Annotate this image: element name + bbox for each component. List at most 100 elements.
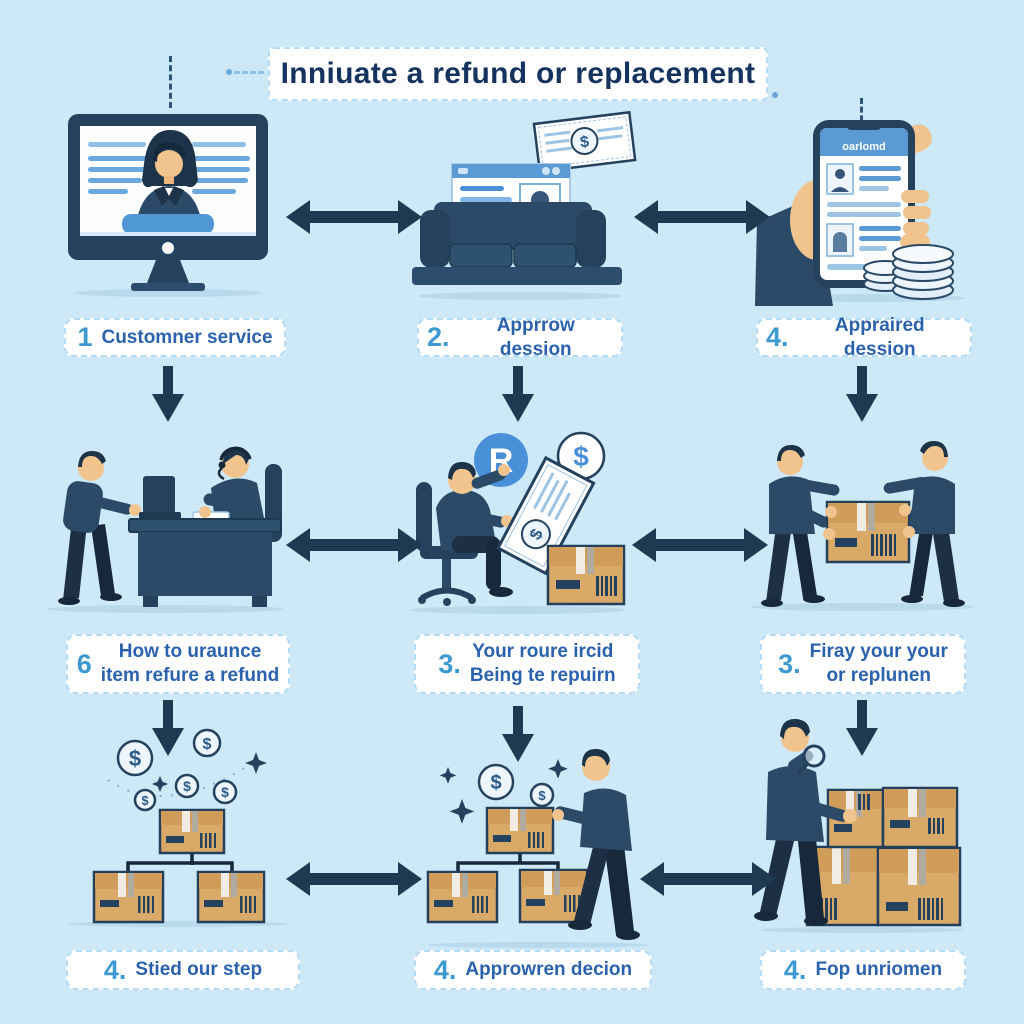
cardboard-box-top bbox=[485, 806, 555, 855]
dashed-connector bbox=[169, 56, 172, 108]
step-label-1: 1 Customner service bbox=[64, 318, 286, 357]
dashed-connector bbox=[860, 98, 863, 130]
headset-icon bbox=[219, 446, 252, 461]
monitor-stand bbox=[147, 260, 189, 283]
step-label-2: 2. Apprrow dession bbox=[417, 315, 623, 360]
customer-service-monitor-scene bbox=[68, 114, 268, 297]
magnifier-icon bbox=[798, 744, 826, 774]
cardboard-box-bottom-right bbox=[876, 846, 962, 927]
cardboard-box bbox=[825, 500, 911, 564]
box-inspection-scene bbox=[754, 718, 964, 933]
box-sorting-scene: $ bbox=[426, 748, 648, 948]
ground-shadow bbox=[410, 606, 626, 614]
ground-shadow bbox=[428, 942, 648, 948]
standing-customer bbox=[58, 451, 141, 605]
page-title: Inniuate a refund or replacement bbox=[280, 57, 756, 90]
step-number: 4. bbox=[766, 322, 789, 352]
service-desk-meeting-scene bbox=[47, 446, 283, 613]
step-number: 4. bbox=[103, 954, 127, 985]
double-arrow-icon bbox=[634, 200, 770, 234]
cardboard-box bbox=[546, 544, 626, 606]
connector-dot bbox=[772, 92, 778, 98]
monitor-button bbox=[162, 242, 174, 254]
down-arrow-icon bbox=[846, 366, 878, 422]
dollar-seal-icon: $ bbox=[579, 133, 590, 151]
refund-check-icon: $ bbox=[495, 455, 596, 576]
svg-text:$: $ bbox=[490, 772, 501, 794]
step-label-7: 4. Stied our step bbox=[66, 950, 300, 990]
svg-text:$: $ bbox=[573, 441, 589, 472]
ground-shadow bbox=[760, 927, 964, 933]
barcode bbox=[596, 576, 617, 596]
svg-text:$: $ bbox=[538, 788, 546, 803]
step-label-9: 4. Fop unriomen bbox=[760, 950, 966, 990]
down-arrow-icon bbox=[152, 366, 184, 422]
step-label-3: 4. Appraired dession bbox=[756, 315, 972, 360]
cardboard-box-left bbox=[92, 870, 165, 924]
right-worker bbox=[883, 441, 965, 607]
step-number: 6 bbox=[76, 648, 92, 679]
service-desk bbox=[122, 214, 214, 234]
connector-dot bbox=[226, 69, 232, 75]
double-arrow-icon bbox=[286, 528, 422, 562]
ground-shadow bbox=[47, 605, 283, 613]
down-arrow-icon bbox=[846, 700, 878, 756]
svg-text:$: $ bbox=[221, 784, 229, 800]
r-badge-icon bbox=[474, 433, 528, 487]
svg-text:$: $ bbox=[129, 746, 141, 771]
office-chair bbox=[416, 482, 478, 606]
step-number: 1 bbox=[77, 322, 93, 352]
text-lines-left bbox=[88, 142, 150, 194]
dollar-coin-icon: $ bbox=[477, 763, 515, 801]
couch bbox=[412, 202, 622, 285]
office-desk bbox=[128, 476, 282, 607]
shipping-label bbox=[556, 580, 580, 589]
box-handoff-scene bbox=[751, 441, 975, 611]
sparkle-icons bbox=[439, 759, 568, 824]
small-coin-icon: $ bbox=[529, 782, 555, 808]
svg-text:$: $ bbox=[141, 793, 149, 808]
svg-text:$: $ bbox=[183, 778, 191, 794]
down-arrow-icon bbox=[152, 700, 184, 756]
check-review-scene: R $ bbox=[410, 431, 626, 614]
cardboard-box-right bbox=[196, 870, 266, 924]
hierarchy-lines bbox=[126, 853, 234, 872]
smartphone-icon: oarlomd bbox=[813, 120, 915, 288]
step-label-8: 4. Approwren decion bbox=[414, 950, 652, 990]
refund-coins-boxes-scene: $ $ $ $ $ bbox=[68, 728, 288, 927]
step-number: 4. bbox=[783, 954, 807, 985]
down-arrow-icon bbox=[502, 366, 534, 422]
monitor-base bbox=[131, 283, 205, 291]
double-arrow-icon bbox=[632, 528, 768, 562]
step-text: Stied our step bbox=[135, 959, 263, 981]
hierarchy-lines bbox=[456, 853, 560, 872]
inspecting-worker bbox=[754, 718, 857, 926]
phone-refund-scene: oarlomd bbox=[755, 120, 965, 306]
sparkle-icons bbox=[152, 752, 267, 792]
double-arrow-icon bbox=[640, 862, 776, 896]
refund-check-icon: $ bbox=[532, 110, 637, 174]
step-number: 3. bbox=[438, 648, 461, 679]
svg-text:$: $ bbox=[203, 736, 212, 753]
ground-shadow bbox=[73, 289, 263, 297]
step-text: Appraired dession bbox=[834, 314, 925, 360]
cardboard-box-top-right bbox=[881, 786, 959, 849]
seated-reader bbox=[436, 461, 513, 597]
screen-bottom bbox=[80, 232, 256, 236]
double-arrow-icon bbox=[286, 862, 422, 896]
ground-shadow bbox=[418, 292, 622, 300]
dollar-coins: $ $ $ $ $ bbox=[116, 728, 238, 812]
coin-stack-icon bbox=[892, 244, 954, 300]
title-banner: Inniuate a refund or replacement bbox=[268, 47, 768, 101]
step-text: Apprrow dession bbox=[496, 314, 575, 360]
step-number: 3. bbox=[778, 648, 801, 679]
step-number: 2. bbox=[427, 322, 450, 352]
sorting-worker: $ bbox=[529, 748, 640, 940]
step-number: 4. bbox=[433, 954, 457, 985]
